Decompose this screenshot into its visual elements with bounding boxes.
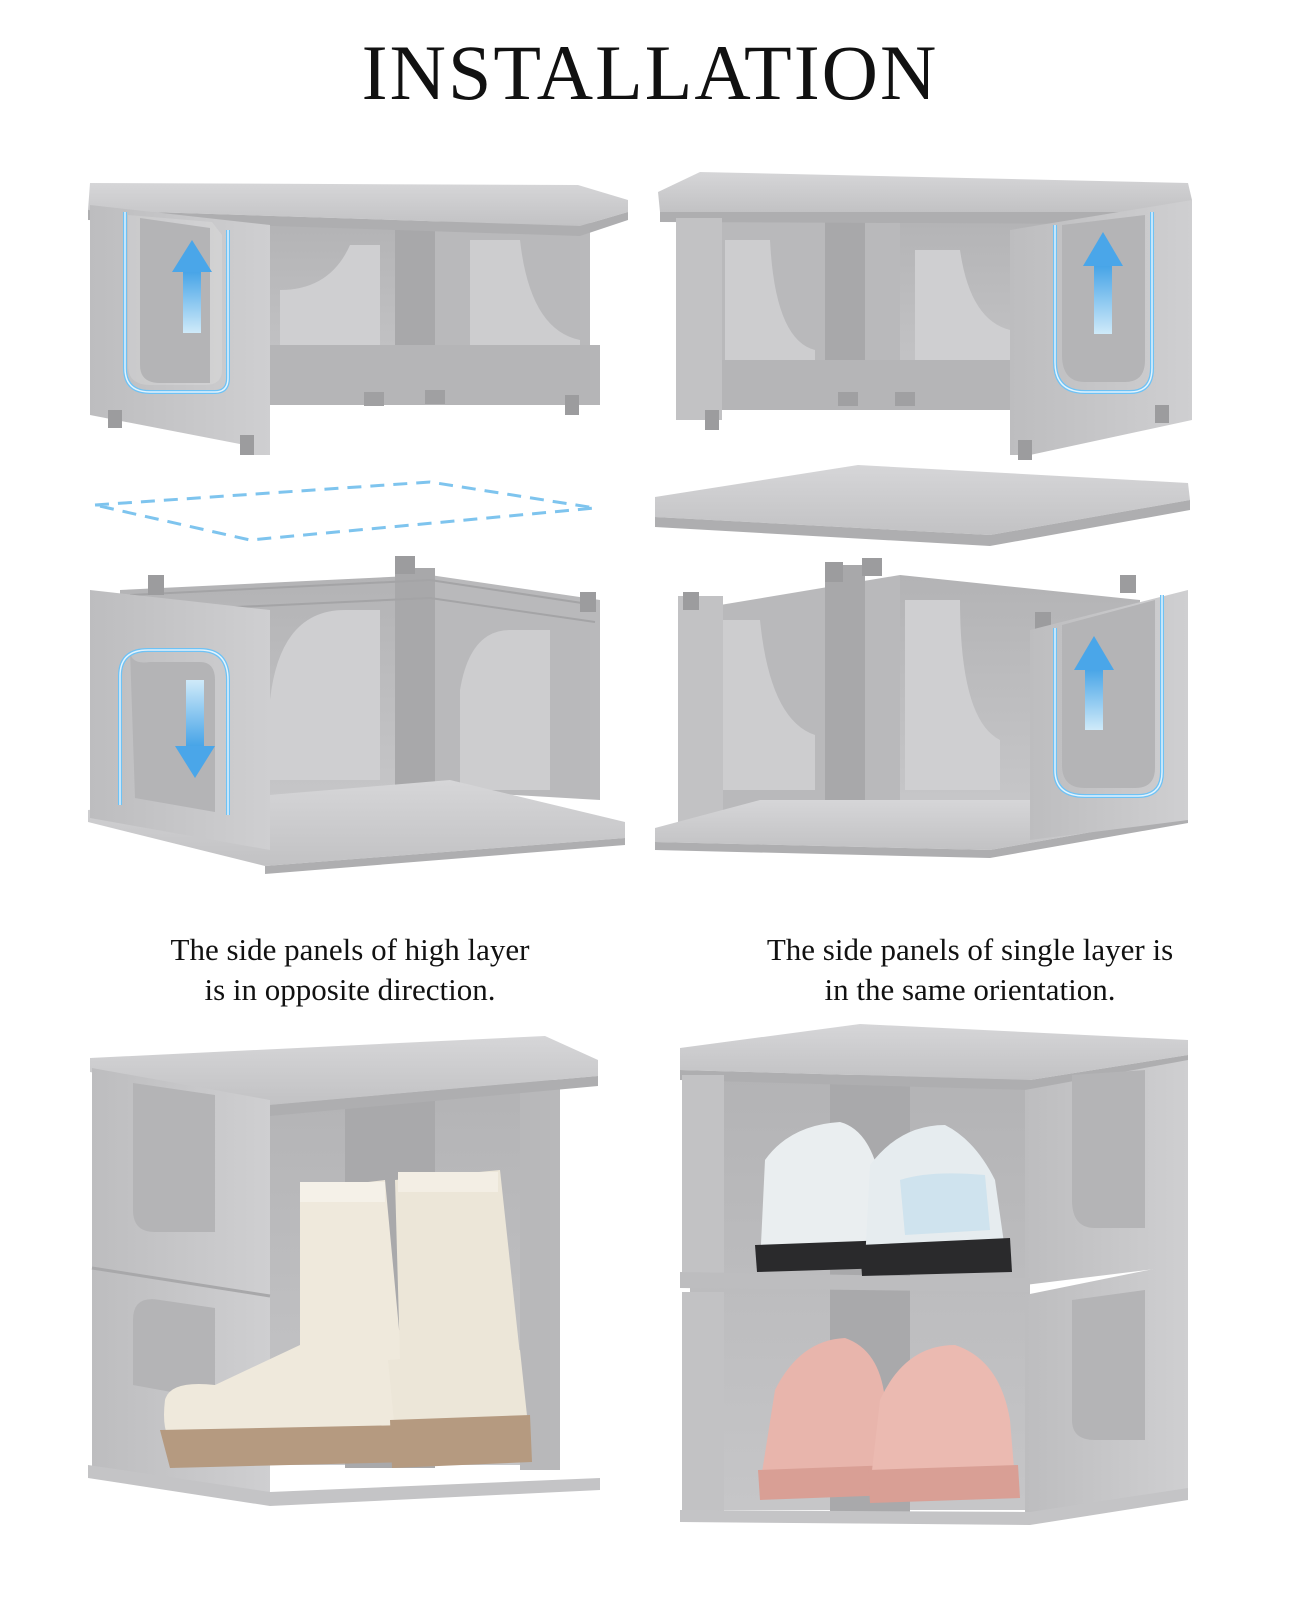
assembled-single-layers-with-sneakers [680,1024,1188,1525]
assembled-high-layer-with-boots [88,1036,600,1506]
top-left-upper-unit [88,183,628,455]
caption-single-layer: The side panels of single layer is in th… [690,930,1250,1010]
boot-left [160,1180,412,1468]
page-title: INSTALLATION [361,29,939,116]
arrow-down-icon [175,680,215,778]
arrow-up-icon [1083,232,1123,334]
arrow-up-icon [172,240,212,333]
caption-single-layer-line1: The side panels of single layer is [766,932,1174,967]
arrow-up-icon [1074,636,1114,730]
sneaker-white-right [860,1125,1012,1276]
caption-high-layer-line2: is in opposite direction. [204,972,496,1007]
caption-single-layer-line2: in the same orientation. [824,972,1116,1007]
top-right-upper-unit [658,172,1192,460]
dashed-panel-outline [94,480,596,542]
caption-high-layer-line1: The side panels of high layer [170,932,530,967]
sneaker-white-left [755,1122,892,1272]
loose-top-panel [655,465,1190,546]
sneaker-pink-left [758,1338,894,1500]
middle-left-lower-unit [88,556,625,874]
middle-right-lower-unit [655,558,1188,858]
boot-right [388,1170,532,1468]
caption-high-layer: The side panels of high layer is in oppo… [70,930,630,1010]
sneaker-pink-right [868,1345,1020,1503]
